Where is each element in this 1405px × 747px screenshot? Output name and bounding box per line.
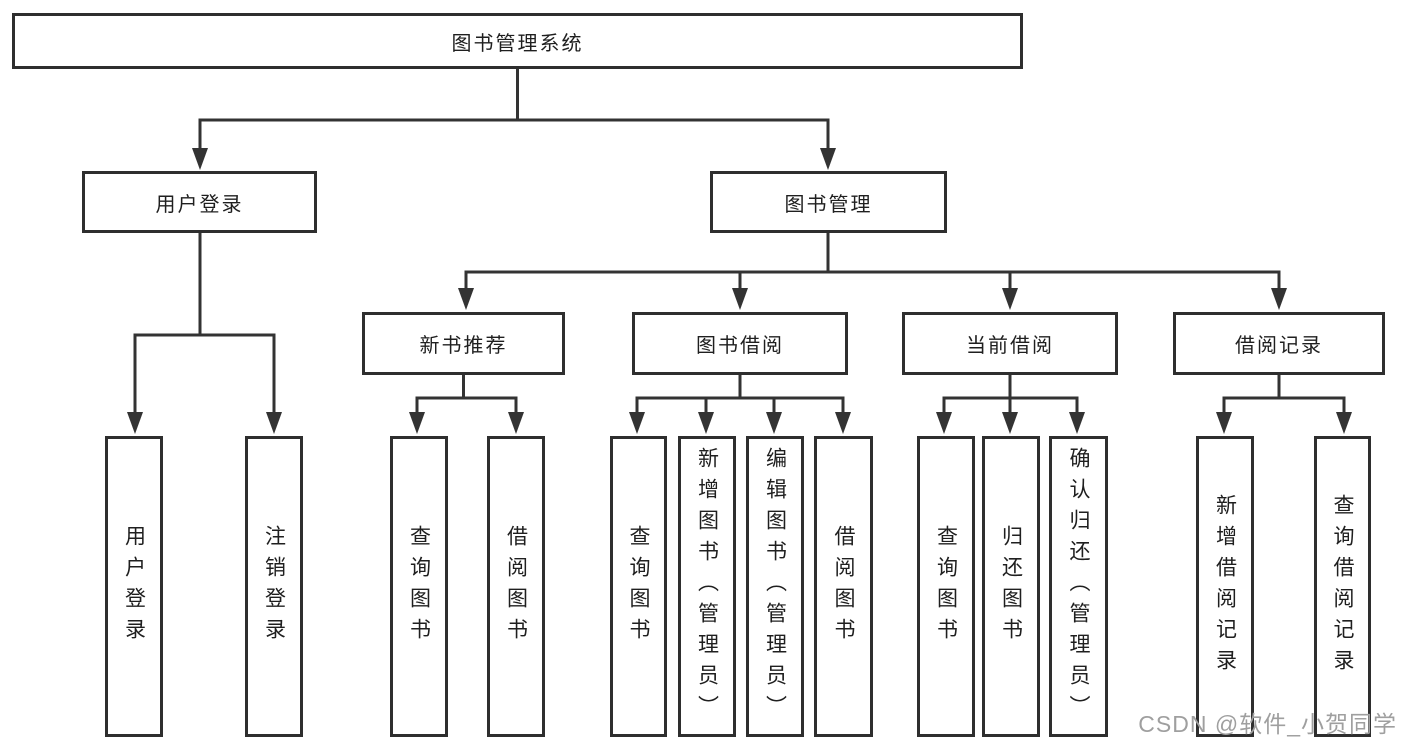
arrowhead-icons <box>127 148 1352 434</box>
node-leaf-add-book-admin: 新增图书（管理员） <box>678 436 736 737</box>
node-leaf-query-books-borrow: 查询图书 <box>610 436 667 737</box>
csdn-watermark: CSDN @软件_小贺同学 <box>1138 711 1397 737</box>
node-leaf-add-borrow-record: 新增借阅记录 <box>1196 436 1254 737</box>
node-leaf-query-books-recommend: 查询图书 <box>390 436 448 737</box>
node-leaf-query-borrow-record: 查询借阅记录 <box>1314 436 1371 737</box>
node-leaf-confirm-return-admin: 确认归还（管理员） <box>1049 436 1108 737</box>
node-borrow-records: 借阅记录 <box>1173 312 1385 375</box>
node-user-login: 用户登录 <box>82 171 317 233</box>
node-new-book-recommend: 新书推荐 <box>362 312 565 375</box>
node-leaf-borrow-books-recommend: 借阅图书 <box>487 436 545 737</box>
node-leaf-return-books: 归还图书 <box>982 436 1040 737</box>
node-book-management: 图书管理 <box>710 171 947 233</box>
node-leaf-borrow-books: 借阅图书 <box>814 436 873 737</box>
node-book-borrow: 图书借阅 <box>632 312 848 375</box>
node-leaf-user-login: 用户登录 <box>105 436 163 737</box>
node-current-borrow: 当前借阅 <box>902 312 1118 375</box>
node-leaf-query-books-current: 查询图书 <box>917 436 975 737</box>
node-leaf-logout: 注销登录 <box>245 436 303 737</box>
node-leaf-edit-book-admin: 编辑图书（管理员） <box>746 436 804 737</box>
node-root-system: 图书管理系统 <box>12 13 1023 69</box>
